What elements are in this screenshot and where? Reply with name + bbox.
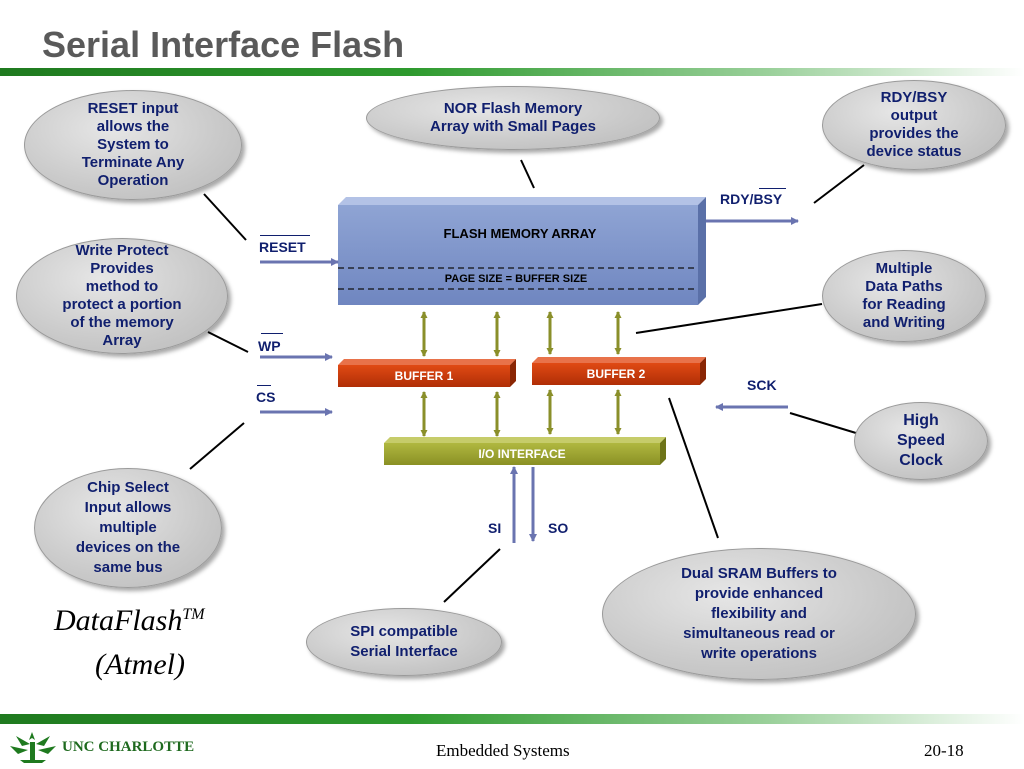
- rdy-bsy-overline: [759, 188, 786, 189]
- dataflash-brand: DataFlashTM: [54, 604, 238, 638]
- callout-reset-text: RESET input allows the System to Termina…: [81, 100, 185, 189]
- wp-overline: [261, 333, 283, 334]
- sck-signal-label: SCK: [747, 377, 777, 393]
- reset-signal-label: RESET: [259, 239, 306, 255]
- callout-high-speed-clock-text: High Speed Clock: [896, 412, 945, 469]
- dataflash-tm: TM: [182, 606, 205, 623]
- callout-chip-select-text: Chip Select Input allows multiple device…: [75, 479, 181, 576]
- footer-course-name: Embedded Systems: [436, 741, 570, 760]
- cs-overline: [257, 385, 271, 386]
- cs-signal-label: CS: [256, 389, 276, 405]
- rdy-bsy-signal-label: RDY/BSY: [720, 191, 783, 207]
- callout-dual-sram-text: Dual SRAM Buffers to provide enhanced fl…: [681, 565, 837, 662]
- flash-array-label: FLASH MEMORY ARRAY: [443, 226, 597, 241]
- wp-signal-label: WP: [258, 338, 281, 354]
- slide-title: Serial Interface Flash: [42, 24, 405, 65]
- callout-write-protect: Write Protect Provides method to protect…: [16, 238, 228, 354]
- callout-write-protect-text: Write Protect Provides method to protect…: [62, 242, 182, 349]
- callout-rdy-bsy: RDY/BSY output provides the device statu…: [822, 80, 1006, 170]
- dataflash-vendor: (Atmel): [95, 648, 185, 681]
- buffer-2-label: BUFFER 2: [586, 367, 646, 381]
- io-interface-label: I/O INTERFACE: [478, 447, 566, 461]
- footer-slide-number: 20-18: [924, 741, 964, 760]
- callout-data-paths-text: Multiple Data Paths for Reading and Writ…: [862, 260, 946, 331]
- si-signal-label: SI: [488, 520, 502, 536]
- unc-charlotte-wordmark: UNC CHARLOTTE: [62, 739, 195, 755]
- dataflash-name: DataFlash: [54, 604, 183, 637]
- buffer-1-block: [338, 359, 516, 387]
- unc-charlotte-logo-icon: [8, 730, 58, 764]
- reset-overline: [260, 235, 310, 236]
- buffer-2-block: [532, 357, 706, 385]
- callout-nor-flash-text: NOR Flash Memory Array with Small Pages: [430, 100, 596, 135]
- callout-nor-flash: NOR Flash Memory Array with Small Pages: [366, 86, 660, 150]
- callout-spi: SPI compatible Serial Interface: [306, 608, 502, 676]
- callout-rdy-bsy-text: RDY/BSY output provides the device statu…: [866, 89, 962, 160]
- flash-memory-array-block: [338, 197, 706, 305]
- callout-dual-sram: Dual SRAM Buffers to provide enhanced fl…: [602, 548, 916, 680]
- callout-data-paths: Multiple Data Paths for Reading and Writ…: [822, 250, 986, 342]
- io-interface-block: [384, 437, 666, 465]
- title-divider-bar: [0, 68, 1024, 76]
- so-signal-label: SO: [548, 520, 569, 536]
- callout-chip-select: Chip Select Input allows multiple device…: [34, 468, 222, 588]
- callout-high-speed-clock: High Speed Clock: [854, 402, 988, 480]
- footer-divider-bar: [0, 714, 1024, 724]
- callout-spi-text: SPI compatible Serial Interface: [350, 623, 458, 660]
- callout-reset: RESET input allows the System to Termina…: [24, 90, 242, 200]
- buffer-1-label: BUFFER 1: [394, 369, 454, 383]
- page-size-label: PAGE SIZE = BUFFER SIZE: [444, 273, 588, 285]
